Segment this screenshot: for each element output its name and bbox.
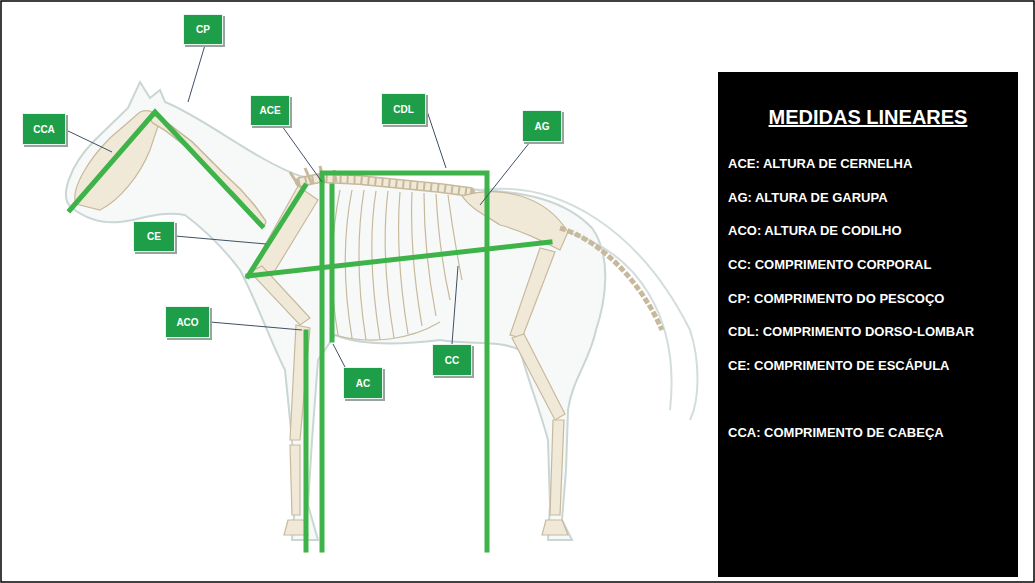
femur [510, 248, 555, 338]
measure-code: CP [196, 24, 210, 35]
leader-line [188, 45, 205, 102]
measure-code: CCA [33, 124, 55, 135]
leader-line [282, 126, 322, 182]
cannon-bone [290, 445, 300, 515]
measure-code: AC [356, 378, 370, 389]
horse-outline [66, 82, 605, 540]
measure-code: AG [535, 121, 550, 132]
measure-tag: AC [343, 367, 383, 399]
measure-line [70, 112, 262, 226]
legend-item: ACE: ALTURA DE CERNELHA [728, 156, 912, 171]
measure-tag: CC [432, 344, 472, 376]
leader-line [66, 130, 112, 152]
sternum [335, 322, 440, 340]
rib [372, 191, 380, 340]
cannon-bone [550, 420, 564, 515]
measure-tag: CP [183, 14, 223, 45]
measure-line [248, 242, 550, 276]
rib [436, 194, 450, 300]
legend-item: AG: ALTURA DE GARUPA [728, 190, 888, 205]
measure-tag: CCA [22, 113, 66, 145]
measure-code: ACE [259, 105, 280, 116]
legend-panel: MEDIDAS LINEARES ACE: ALTURA DE CERNELHA A… [718, 72, 1018, 577]
measure-line [322, 173, 487, 550]
spine [300, 178, 470, 192]
measure-line [304, 332, 309, 550]
measure-code: CDL [393, 104, 414, 115]
measure-code: CE [147, 231, 161, 242]
rib [398, 192, 408, 334]
rib [385, 191, 394, 338]
leader-line [426, 108, 446, 168]
legend-item: CC: COMPRIMENTO CORPORAL [728, 257, 931, 272]
measure-tag: ACE [250, 95, 290, 126]
legend-item: CP: COMPRIMENTO DO PESCOÇO [728, 291, 944, 306]
measure-code: ACO [176, 317, 198, 328]
legend-item: CE: COMPRIMENTO DE ESCÁPULA [728, 358, 950, 373]
measure-tag: CDL [381, 93, 426, 125]
leader-line [333, 344, 345, 367]
legend-item: CDL: COMPRIMENTO DORSO-LOMBAR [728, 324, 974, 339]
hoof [542, 520, 568, 535]
rib [448, 195, 462, 280]
spine [300, 178, 470, 192]
measure-tag: CE [133, 221, 175, 252]
legend-item: CCA: COMPRIMENTO DE CABEÇA [728, 425, 944, 440]
leader-line [175, 236, 266, 244]
measure-code: CC [445, 355, 459, 366]
leader-line [210, 322, 302, 330]
measure-tag: ACO [165, 306, 210, 338]
tibia [512, 334, 565, 420]
leader-line [480, 142, 530, 205]
leader-line [452, 266, 458, 344]
tail-vertebrae [560, 228, 662, 330]
legend-item: ACO: ALTURA DE CODILHO [728, 223, 902, 238]
measure-line [330, 186, 335, 340]
measure-tag: AG [522, 110, 562, 142]
measure-line [248, 186, 305, 276]
panel-title: MEDIDAS LINEARES [718, 106, 1018, 129]
